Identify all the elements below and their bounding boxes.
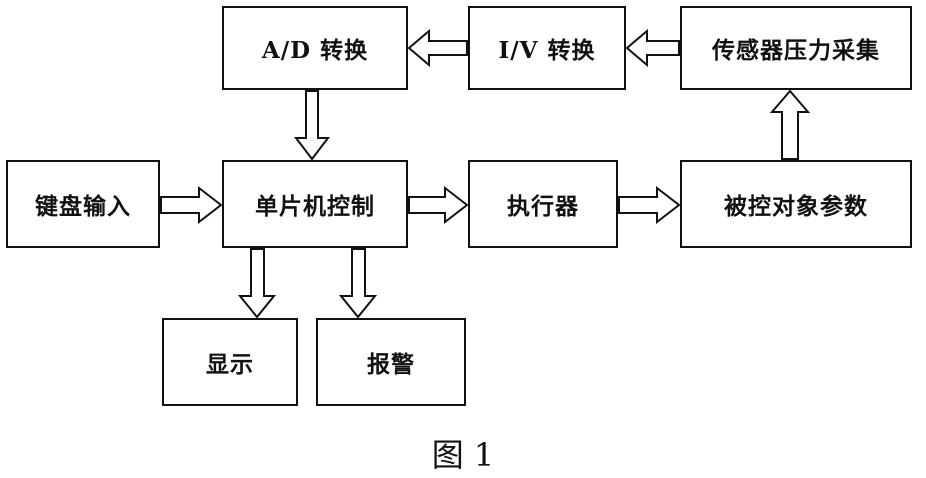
arrow-sensor-to-iv bbox=[625, 28, 680, 68]
arrow-mcu-to-display bbox=[237, 248, 277, 319]
mcu-control-label: 单片机控制 bbox=[255, 193, 375, 220]
controlled-params-label: 被控对象参数 bbox=[724, 193, 868, 220]
keyboard-input-label: 键盘输入 bbox=[35, 193, 131, 220]
actuator-label: 执行器 bbox=[507, 193, 579, 220]
controlled-params-block: 被控对象参数 bbox=[680, 160, 912, 248]
mcu-control-block: 单片机控制 bbox=[222, 160, 408, 248]
alarm-label: 报警 bbox=[367, 351, 415, 378]
display-label: 显示 bbox=[206, 351, 254, 378]
keyboard-input-block: 键盘输入 bbox=[6, 160, 160, 248]
arrow-ad-to-mcu bbox=[293, 90, 331, 161]
arrow-params-to-sensor bbox=[769, 89, 811, 160]
arrow-keyboard-to-mcu bbox=[160, 185, 223, 225]
iv-convert-label: I/V 转换 bbox=[498, 37, 596, 64]
arrow-actuator-to-params bbox=[618, 185, 681, 225]
ad-convert-label: A/D 转换 bbox=[261, 37, 369, 64]
arrow-iv-to-ad bbox=[407, 28, 468, 68]
iv-convert-block: I/V 转换 bbox=[468, 6, 626, 90]
ad-convert-block: A/D 转换 bbox=[222, 6, 408, 90]
alarm-block: 报警 bbox=[316, 318, 466, 406]
sensor-acquire-block: 传感器压力采集 bbox=[680, 6, 912, 90]
sensor-acquire-label: 传感器压力采集 bbox=[712, 37, 880, 64]
display-block: 显示 bbox=[162, 318, 298, 406]
actuator-block: 执行器 bbox=[468, 160, 618, 248]
arrow-mcu-to-actuator bbox=[408, 185, 469, 225]
arrow-mcu-to-alarm bbox=[338, 248, 378, 319]
figure-caption: 图 1 bbox=[431, 436, 495, 474]
